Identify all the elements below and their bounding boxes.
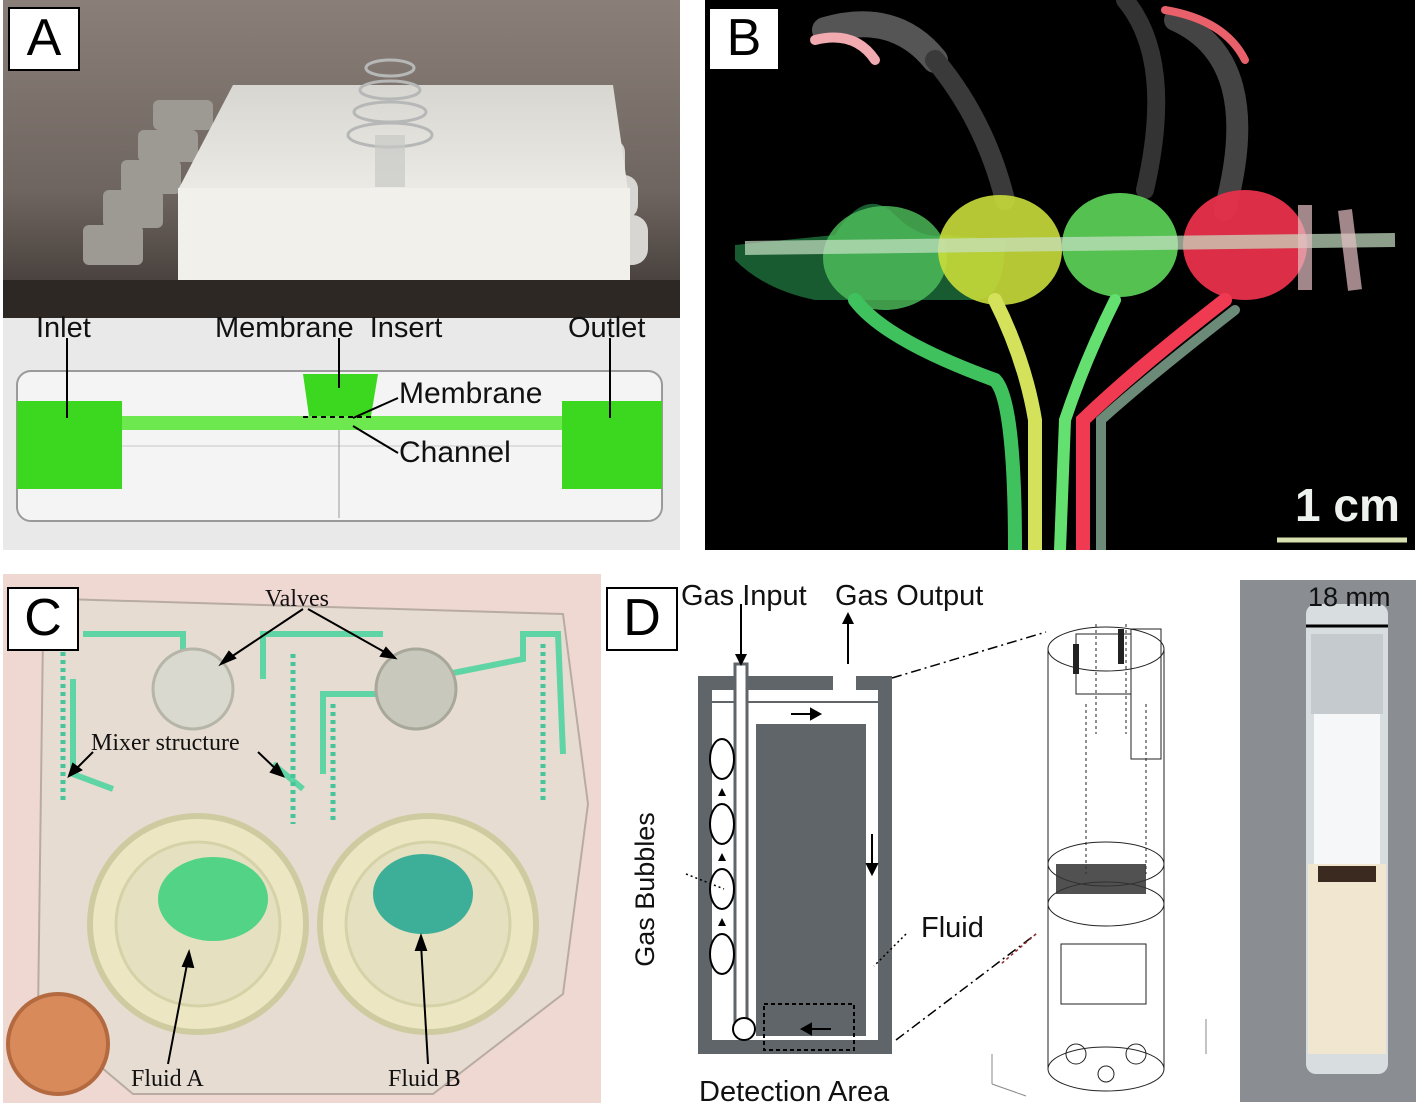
label-detection-area: Detection Area	[699, 1076, 890, 1106]
label-channel: Channel	[399, 436, 511, 469]
panel-b-photo	[705, 0, 1415, 550]
label-inlet: Inlet	[36, 312, 91, 344]
label-membrane: Membrane	[399, 377, 543, 410]
label-mixer-structure: Mixer structure	[91, 730, 240, 756]
panel-a: Inlet Membrane Insert Outlet Membrane Ch…	[3, 0, 680, 550]
label-fluid: Fluid	[921, 912, 984, 944]
label-fluid-a: Fluid A	[131, 1066, 204, 1092]
panel-letter-b: B	[708, 7, 780, 71]
panel-c-photo	[3, 574, 601, 1103]
panel-letter-d: D	[606, 587, 678, 651]
label-gas-input: Gas Input	[681, 580, 807, 612]
label-outlet: Outlet	[568, 312, 646, 344]
panel-a-schematic	[3, 318, 680, 550]
label-valves: Valves	[265, 586, 329, 612]
panel-c: Valves Mixer structure Fluid A Fluid B C	[3, 574, 601, 1103]
panel-d: Gas Input Gas Output Gas Bubbles Fluid D…	[606, 574, 1418, 1106]
panel-d-schematic	[685, 580, 1416, 1102]
panel-a-photo	[3, 0, 680, 318]
panel-b: 1 cm B	[705, 0, 1415, 550]
label-fluid-b: Fluid B	[388, 1066, 461, 1092]
scale-bar-label: 1 cm	[1295, 479, 1400, 531]
panel-letter-c: C	[7, 587, 79, 651]
label-membrane-insert: Membrane Insert	[215, 312, 443, 344]
label-scale-18mm: 18 mm	[1308, 582, 1391, 612]
label-gas-output: Gas Output	[835, 580, 984, 612]
panel-letter-a: A	[8, 7, 80, 71]
label-gas-bubbles: Gas Bubbles	[629, 812, 660, 967]
